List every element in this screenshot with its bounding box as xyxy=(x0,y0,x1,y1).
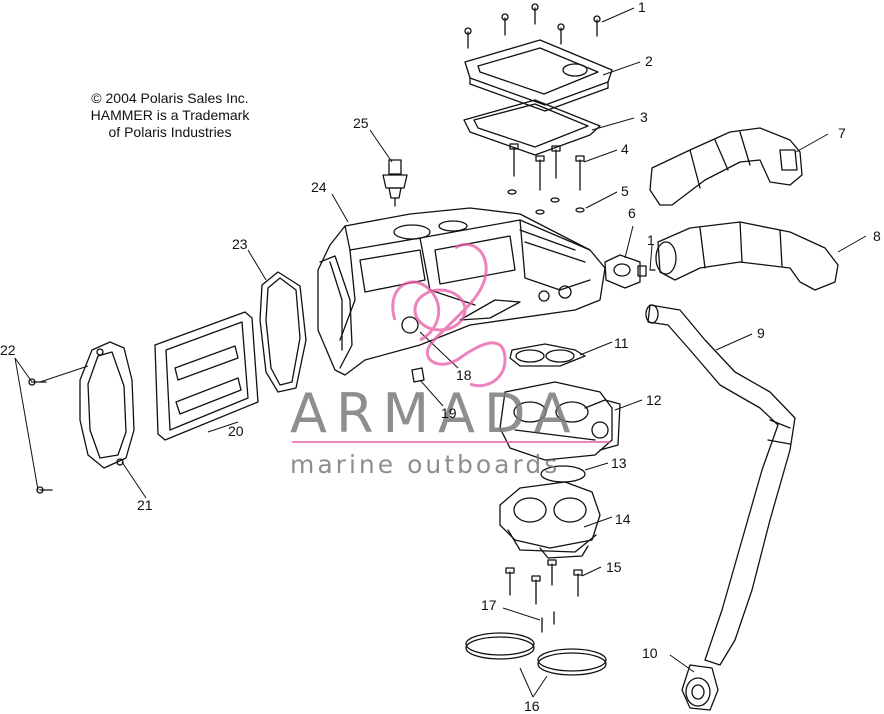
callout-4: 4 xyxy=(621,141,629,157)
callout-22: 22 xyxy=(0,342,16,358)
part-3-gasket xyxy=(463,99,601,156)
callout-13: 13 xyxy=(611,455,627,471)
part-4-bolts xyxy=(509,143,585,191)
part-12-throttle-body xyxy=(499,381,621,461)
part-21-cover xyxy=(79,341,135,469)
copyright-line-2: HAMMER is a Trademark xyxy=(90,107,250,123)
callout-5: 5 xyxy=(621,183,629,199)
callout-18: 18 xyxy=(456,367,472,383)
part-11-gasket xyxy=(509,343,586,367)
part-6-sensor xyxy=(604,254,656,289)
callout-15: 15 xyxy=(606,559,622,575)
callout-20: 20 xyxy=(228,423,244,439)
callout-3: 3 xyxy=(640,109,648,125)
callout-2: 2 xyxy=(645,53,653,69)
copyright-line-1: © 2004 Polaris Sales Inc. xyxy=(91,90,249,106)
part-1-screws xyxy=(464,3,601,49)
callout-17: 17 xyxy=(481,597,497,613)
part-5-washers xyxy=(507,189,585,215)
leader-lines xyxy=(14,7,867,698)
callout-21: 21 xyxy=(137,497,153,513)
copyright-line-3: of Polaris Industries xyxy=(108,124,232,140)
part-20-filter xyxy=(154,311,259,441)
callout-1: 1 xyxy=(638,0,646,15)
part-22-screws xyxy=(28,378,53,494)
callout-11: 11 xyxy=(614,335,629,351)
part-9-hose xyxy=(645,304,796,666)
part-17-pins xyxy=(541,611,555,633)
callout-6: 6 xyxy=(628,205,636,221)
callout-10: 10 xyxy=(642,645,658,661)
part-18-19-fittings xyxy=(401,316,425,383)
callout-7: 7 xyxy=(838,125,846,141)
callout-14: 14 xyxy=(615,511,631,527)
part-14-manifold xyxy=(499,481,601,559)
part-13-o-ring xyxy=(540,465,586,483)
part-24-airbox xyxy=(317,207,606,376)
part-2-cover-plate xyxy=(464,39,613,112)
callout-25: 25 xyxy=(353,115,369,131)
part-25-sensor xyxy=(382,159,408,207)
watermark-logo xyxy=(292,242,610,443)
callout-9: 9 xyxy=(757,325,765,341)
callout-23: 23 xyxy=(232,236,248,252)
copyright-notice: © 2004 Polaris Sales Inc. HAMMER is a Tr… xyxy=(60,90,280,141)
part-16-clamps xyxy=(465,632,607,676)
callout-24: 24 xyxy=(311,179,327,195)
callout-8: 8 xyxy=(873,228,881,244)
part-23-seal xyxy=(259,271,307,393)
callout-12: 12 xyxy=(646,392,662,408)
part-8-duct xyxy=(655,221,839,291)
callout-19: 19 xyxy=(441,405,457,421)
part-15-bolts xyxy=(505,559,583,605)
callout-16: 16 xyxy=(524,698,540,714)
part-10-fitting xyxy=(681,664,719,711)
callout-1b: 1 xyxy=(647,232,655,248)
part-7-duct xyxy=(649,127,803,206)
